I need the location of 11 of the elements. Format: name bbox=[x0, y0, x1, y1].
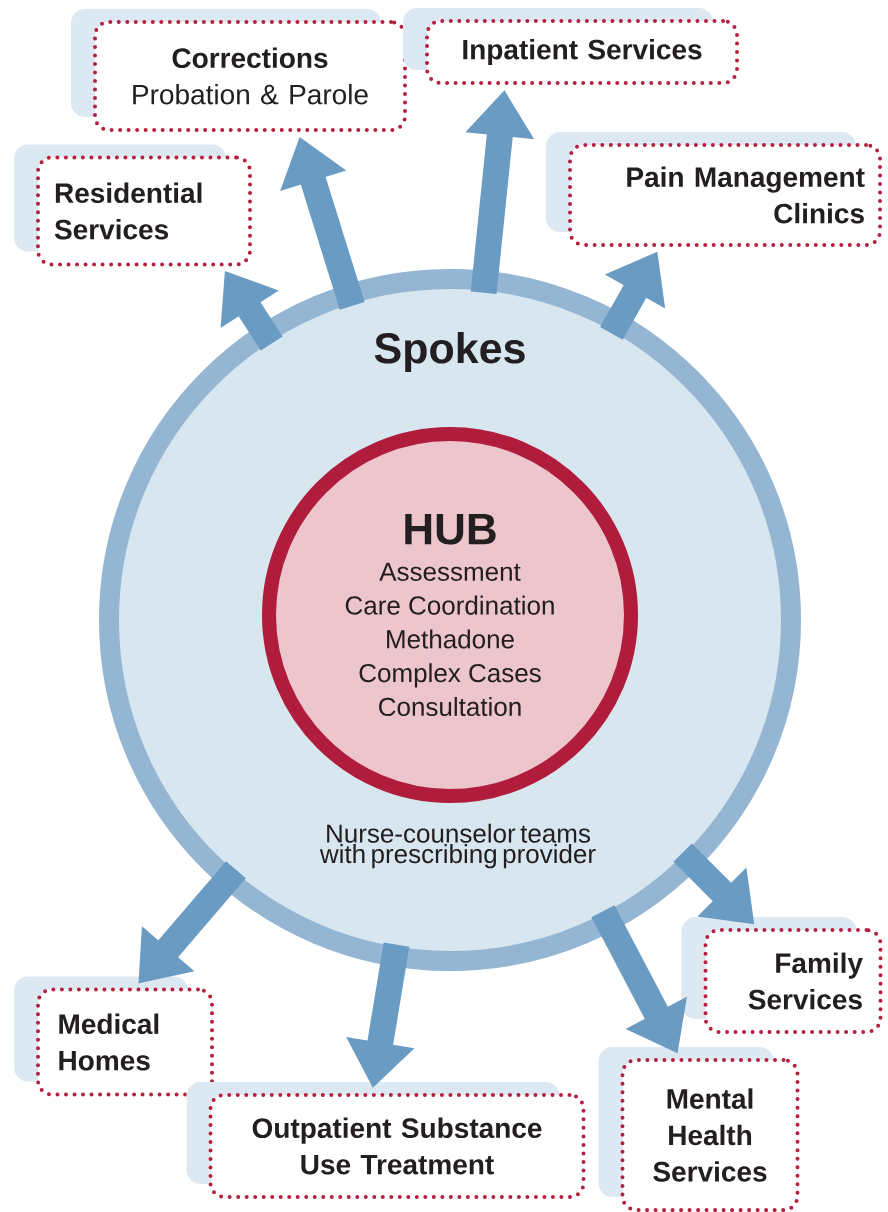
service-box: Family Services bbox=[681, 917, 883, 1034]
spokes-title: Spokes bbox=[374, 331, 525, 373]
team-note: Nurse-counselor teams with prescribing provider bbox=[319, 823, 596, 869]
service-box: Outpatient Substance Use Treatment bbox=[186, 1082, 586, 1199]
service-box: Mental Health Services bbox=[598, 1047, 800, 1212]
service-box: Medical Homes bbox=[14, 976, 214, 1097]
service-box: Residential Services bbox=[14, 144, 252, 267]
node-label: Family Services bbox=[748, 952, 863, 1010]
service-box: Corrections Probation & Parole bbox=[71, 9, 407, 132]
service-box: Pain Management Clinics bbox=[546, 132, 882, 247]
service-box: Inpatient Services bbox=[403, 8, 739, 85]
